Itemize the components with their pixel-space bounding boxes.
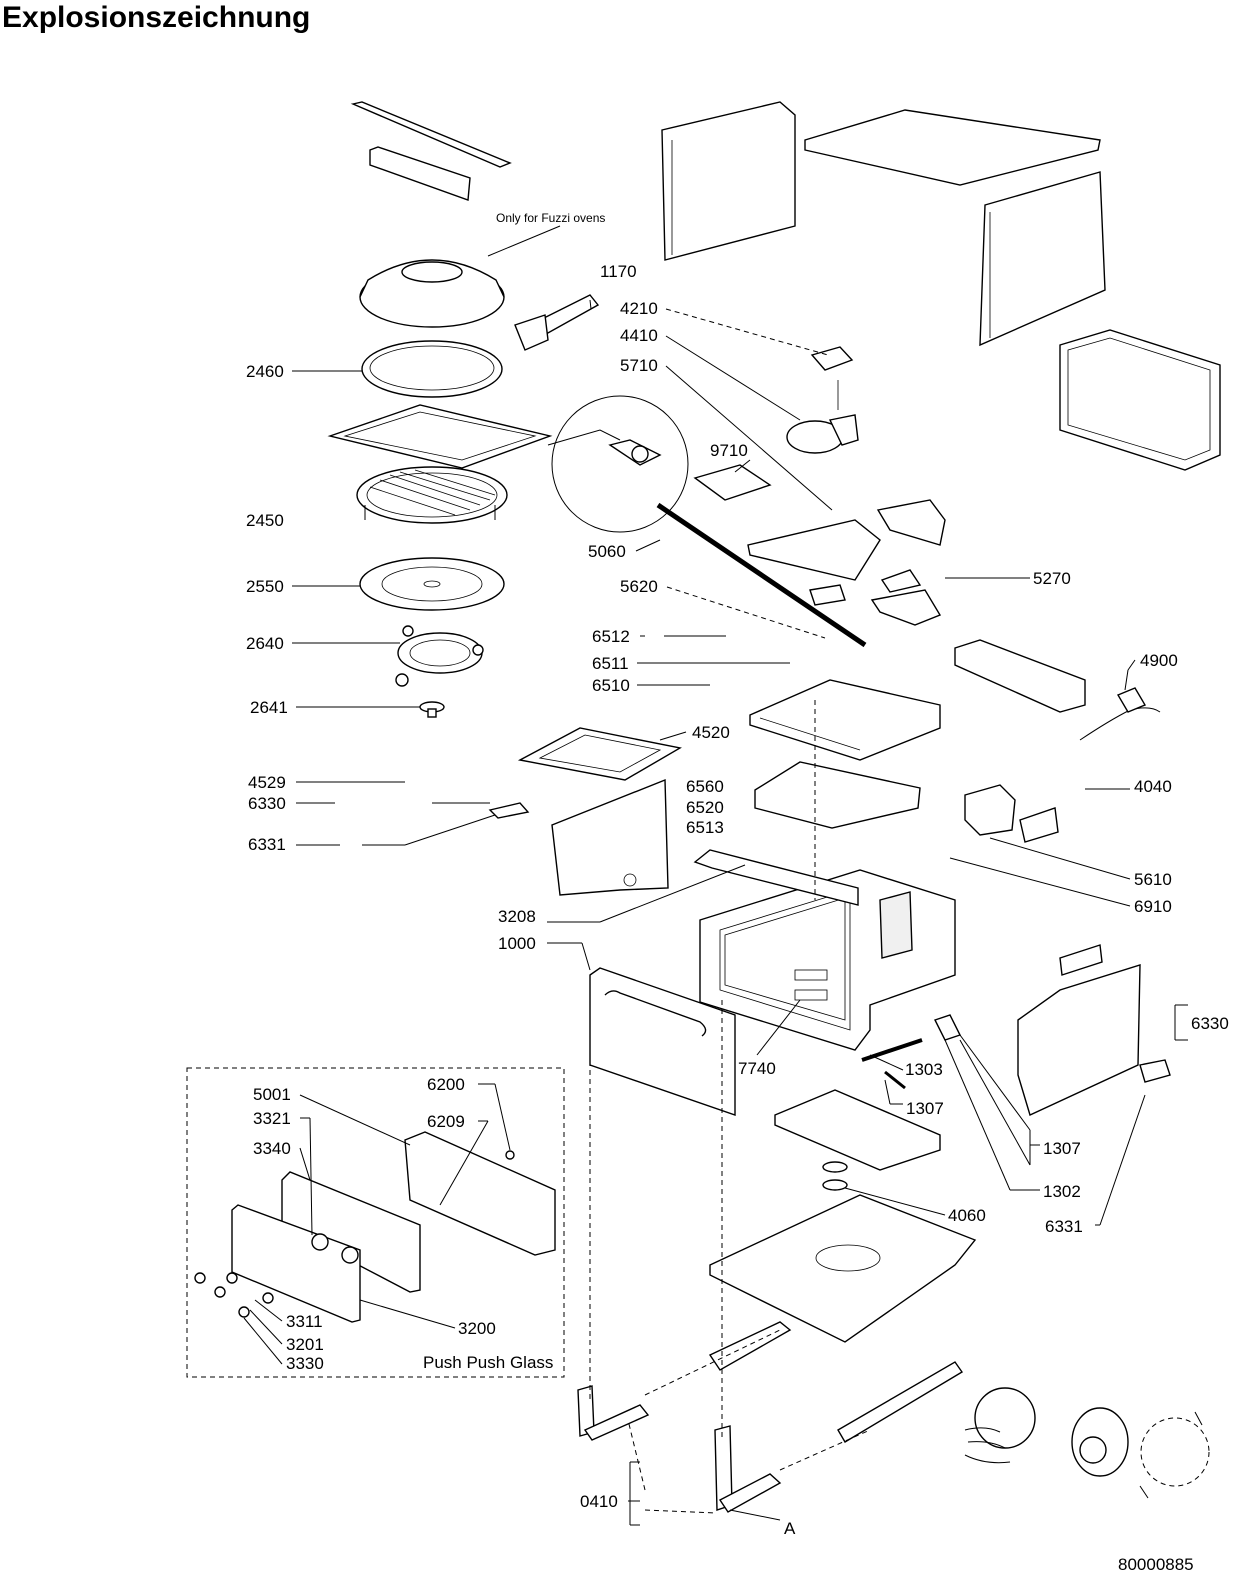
cabinet-side-panel-left: [661, 101, 796, 261]
label-6910: 6910: [1134, 897, 1172, 916]
label-9710: 9710: [710, 441, 748, 460]
cable-4900-part: [1079, 687, 1161, 741]
fuzzi-cover-part: [359, 259, 505, 328]
callout-labels: 1170 4210 4410 5710 2460 9710 2450 5060 …: [246, 262, 1229, 1538]
top-strip-parts: [350, 101, 512, 201]
label-1170: 1170: [600, 262, 637, 281]
duct-part: [954, 639, 1086, 713]
heater-4520-part: [517, 727, 682, 781]
shield-4529-part: [551, 778, 669, 896]
label-1302: 1302: [1043, 1182, 1081, 1201]
label-3208: 3208: [498, 907, 536, 926]
label-5610: 5610: [1134, 870, 1172, 889]
label-3201: 3201: [286, 1335, 324, 1354]
coupler-2641-part: [419, 701, 445, 718]
label-5060: 5060: [588, 542, 626, 561]
label-0410: 0410: [580, 1492, 618, 1511]
door-glass-frame: [1059, 329, 1221, 471]
label-6330-right: 6330: [1191, 1014, 1229, 1033]
label-2460: 2460: [246, 362, 284, 381]
label-3311: 3311: [286, 1312, 323, 1331]
fuzzi-note: Only for Fuzzi ovens: [496, 211, 605, 225]
control-assembly-part: [747, 499, 946, 606]
label-6200: 6200: [427, 1075, 465, 1094]
label-4210: 4210: [620, 299, 658, 318]
label-6331-left: 6331: [248, 835, 286, 854]
label-1303: 1303: [905, 1060, 943, 1079]
label-6520: 6520: [686, 798, 724, 817]
magnified-detail: [547, 395, 867, 648]
rail-parts: [577, 1321, 964, 1513]
control-panel-parts: [194, 1131, 556, 1323]
label-4520: 4520: [692, 723, 730, 742]
cabinet-top-panel: [804, 109, 1101, 186]
label-1307-b: 1307: [1043, 1139, 1081, 1158]
label-2640: 2640: [246, 634, 284, 653]
bottom-tray-part: [709, 1194, 977, 1343]
part-4060: [822, 1161, 848, 1191]
drawing-number: 80000885: [1118, 1555, 1194, 1574]
assembly-detail-drawings: [964, 1387, 1210, 1499]
label-2450: 2450: [246, 511, 284, 530]
part-1170: [514, 294, 600, 351]
cover-6560-part: [754, 761, 921, 829]
label-6510: 6510: [592, 676, 630, 695]
door-1000-part: [589, 967, 736, 1116]
box-caption: Push Push Glass: [423, 1353, 553, 1372]
label-2641: 2641: [250, 698, 288, 717]
label-3340: 3340: [253, 1139, 291, 1158]
label-6330-left: 6330: [248, 794, 286, 813]
roller-ring-2640-part: [395, 625, 484, 687]
base-plate-part: [774, 1089, 941, 1171]
label-6331-right: 6331: [1045, 1217, 1083, 1236]
turntable-2550-part: [359, 557, 505, 611]
label-3200: 3200: [458, 1319, 496, 1338]
clip-6330-part: [488, 802, 530, 819]
page-title: Explosionszeichnung: [2, 1, 310, 34]
window-7740-part: [794, 969, 828, 1001]
label-6209: 6209: [427, 1112, 465, 1131]
fan-4410-part: [786, 414, 859, 454]
label-7740: 7740: [738, 1059, 776, 1078]
label-6513: 6513: [686, 818, 724, 837]
label-2550: 2550: [246, 577, 284, 596]
leader-lines: [243, 299, 1188, 1526]
label-5620: 5620: [620, 577, 658, 596]
detail-letter: A: [784, 1519, 796, 1538]
board-9710-part: [693, 464, 772, 501]
cabinet-side-panel-right: [979, 171, 1106, 347]
part-5270: [870, 569, 942, 626]
transformer-4040-part: [964, 784, 1059, 843]
oven-cavity-part: [693, 849, 956, 1051]
plate-2460-part: [361, 340, 503, 398]
label-1000: 1000: [498, 934, 536, 953]
label-5710: 5710: [620, 356, 658, 375]
label-4410: 4410: [620, 326, 658, 345]
label-6512: 6512: [592, 627, 630, 646]
label-4529: 4529: [248, 773, 286, 792]
bracket-6510-part: [749, 679, 941, 761]
part-4210: [810, 346, 854, 410]
label-6560: 6560: [686, 777, 724, 796]
label-4060: 4060: [948, 1206, 986, 1225]
label-4900: 4900: [1140, 651, 1178, 670]
label-6511: 6511: [592, 654, 629, 673]
push-push-glass-box: [186, 1067, 565, 1378]
label-1307-a: 1307: [906, 1099, 944, 1118]
tray-2450-part: [327, 404, 553, 524]
label-3321: 3321: [253, 1109, 291, 1128]
label-4040: 4040: [1134, 777, 1172, 796]
label-5001: 5001: [253, 1085, 291, 1104]
side-shield-part: [1017, 944, 1171, 1116]
label-3330: 3330: [286, 1354, 324, 1373]
label-5270: 5270: [1033, 569, 1071, 588]
